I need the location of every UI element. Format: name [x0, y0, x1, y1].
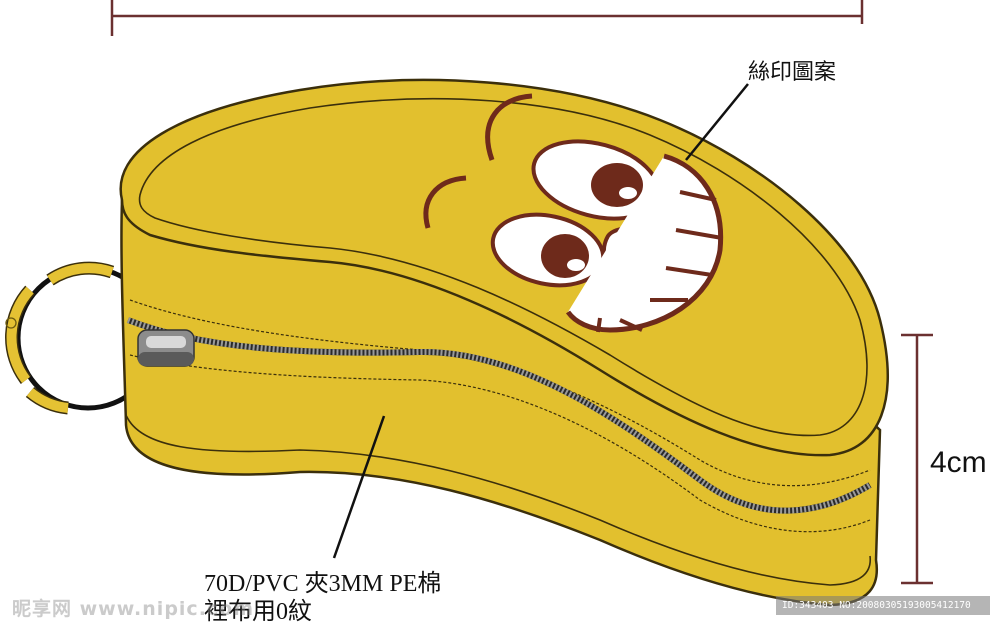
material-leader: [332, 415, 386, 559]
zipper-pull-icon: [137, 329, 195, 367]
stitch-line-upper: [129, 299, 871, 487]
smiley-face-print: [423, 93, 724, 333]
print-pattern-leader: [685, 83, 749, 161]
zipper-teeth: [126, 317, 872, 514]
lid-rim-line: [138, 98, 868, 437]
stitch-line-lower: [129, 354, 871, 533]
height-dimension-label: 4cm: [930, 446, 987, 479]
width-dimension-line: [110, 0, 864, 36]
material-line-1: 70D/PVC 夾3MM PE棉: [204, 571, 442, 597]
material-line-2: 裡布用0紋: [204, 599, 312, 625]
print-pattern-label: 絲印圖案: [748, 60, 837, 85]
image-id-watermark: ID:343403 NO:20080305193005412170: [776, 596, 990, 615]
site-watermark: 昵享网 www.nipic.com: [12, 598, 255, 620]
base-rim-line: [125, 414, 871, 586]
material-spec-label: 70D/PVC 夾3MM PE棉 裡布用0紋: [204, 570, 441, 626]
height-dimension-line: [901, 333, 933, 585]
